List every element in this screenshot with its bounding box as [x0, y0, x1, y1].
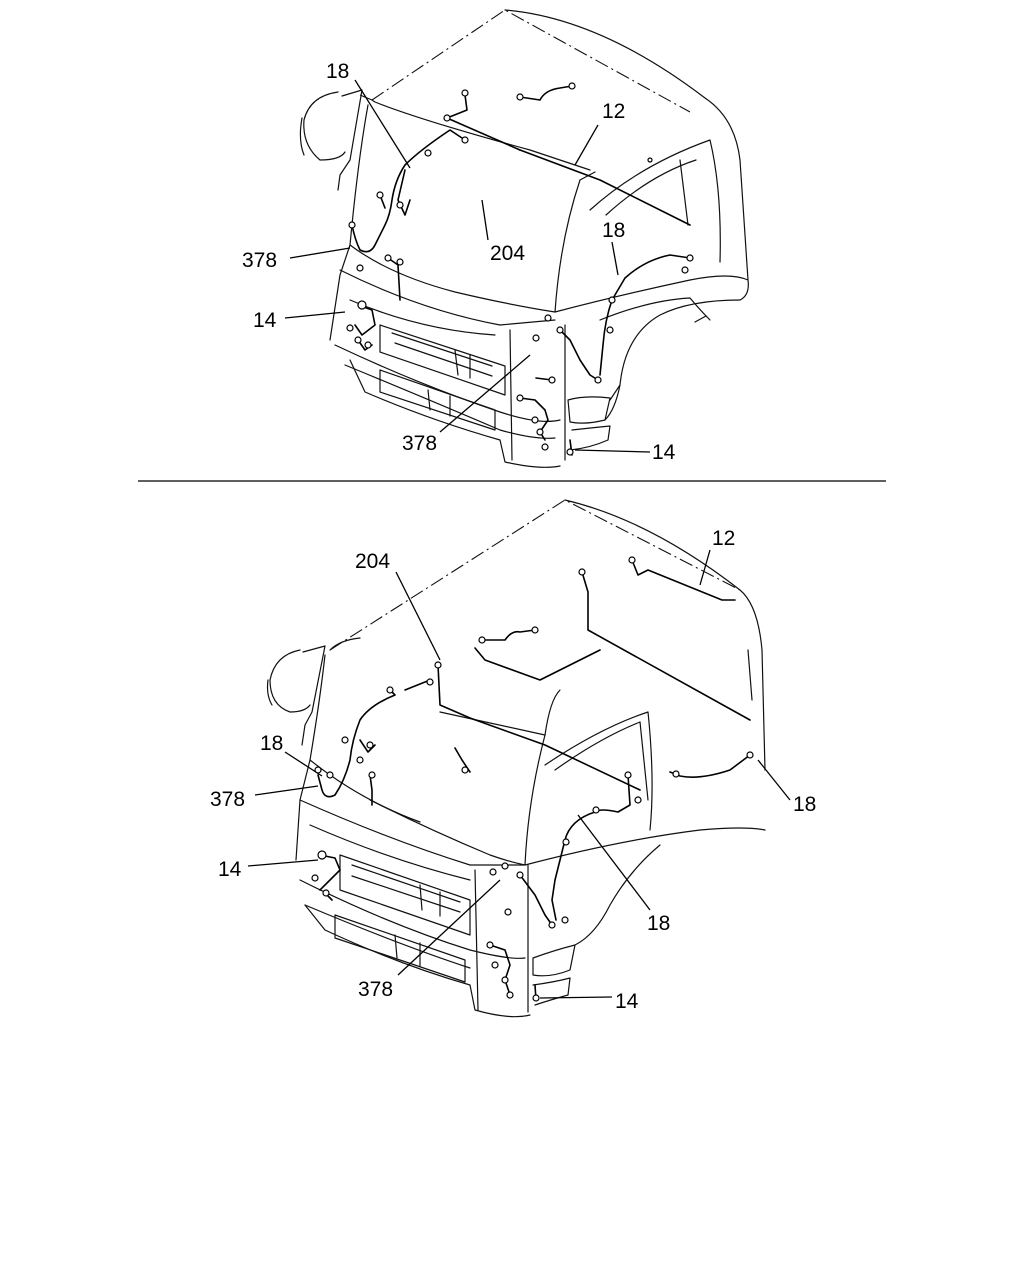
cab-illustration-bottom: [266, 499, 766, 1018]
callout-204-top: 204: [490, 242, 525, 265]
callout-14-top-left: 14: [253, 309, 277, 332]
callout-14-top-right: 14: [652, 441, 676, 464]
callout-378-bottom-left: 378: [210, 788, 245, 811]
callout-18-bottom-right: 18: [793, 793, 816, 816]
wiring-harness-top: [346, 82, 694, 456]
callout-12-top: 12: [602, 100, 625, 123]
callout-204-bottom: 204: [355, 550, 390, 573]
callout-378-top-left: 378: [242, 249, 277, 272]
callout-18-top-left: 18: [326, 60, 349, 83]
callout-378-top-bottom: 378: [402, 432, 437, 455]
callout-leaders-top: [284, 79, 651, 453]
callout-leaders-bottom: [247, 549, 791, 999]
callout-14-bottom-left: 14: [218, 858, 242, 881]
callout-18-bottom-left: 18: [260, 732, 283, 755]
callout-18-bottom-lower: 18: [647, 912, 670, 935]
callout-378-bottom: 378: [358, 978, 393, 1001]
callout-12-bottom: 12: [712, 527, 735, 550]
callout-14-bottom-right: 14: [615, 990, 639, 1013]
callout-18-top-right: 18: [602, 219, 625, 242]
wiring-harness-bottom: [311, 556, 754, 1002]
